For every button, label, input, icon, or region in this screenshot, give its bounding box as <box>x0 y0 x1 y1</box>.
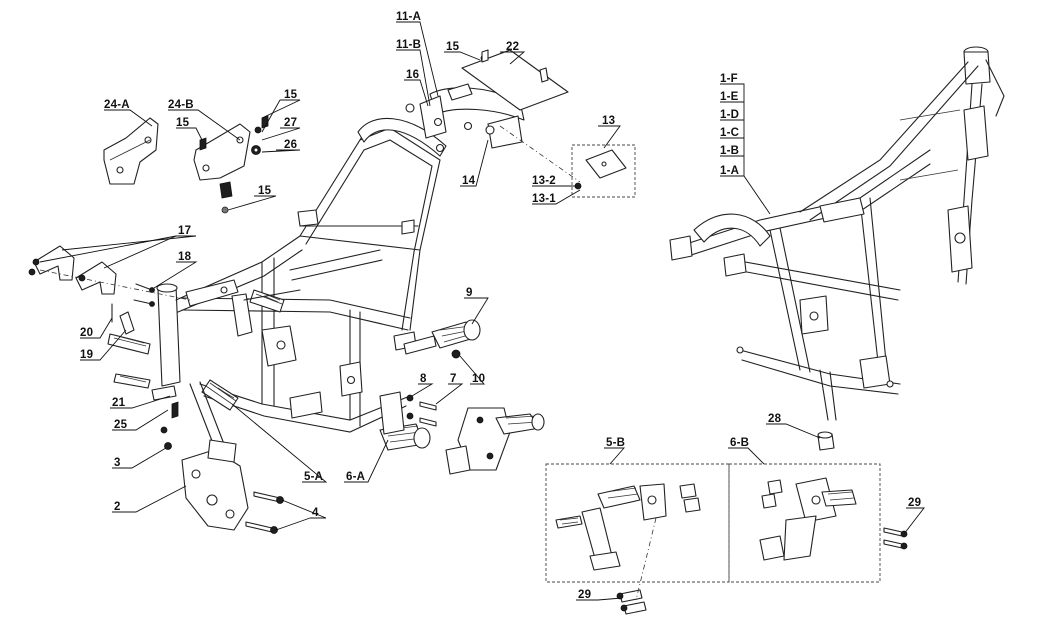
callout-8: 8 <box>420 373 427 385</box>
detail-box-5B-6B <box>545 463 908 615</box>
callout-2: 2 <box>114 501 121 513</box>
leader-lines <box>39 21 925 601</box>
callout-1-A: 1-A <box>720 165 739 177</box>
footpeg-6A <box>379 391 437 451</box>
callout-4: 4 <box>312 507 319 519</box>
callout-26: 26 <box>284 139 297 151</box>
callout-29-bottom: 29 <box>578 589 591 601</box>
main-frame <box>156 117 447 433</box>
callout-21: 21 <box>112 397 126 409</box>
left-brackets-17 <box>28 245 191 335</box>
callout-11-B: 11-B <box>396 39 421 51</box>
callout-9: 9 <box>466 287 473 299</box>
callout-1-E: 1-E <box>720 91 739 103</box>
callout-1-B: 1-B <box>720 145 739 157</box>
callout-28: 28 <box>768 413 782 425</box>
callout-15-c: 15 <box>258 185 272 197</box>
callout-1-F: 1-F <box>720 73 738 85</box>
rear-frame-1 <box>669 46 1005 421</box>
callout-14: 14 <box>462 175 476 187</box>
footpeg-assembly-center <box>445 407 545 475</box>
callout-1-C: 1-C <box>720 127 739 139</box>
callout-18: 18 <box>178 251 192 263</box>
callout-6-A: 6-A <box>346 471 365 483</box>
detail-box-13 <box>499 125 636 198</box>
callout-16: 16 <box>406 69 419 81</box>
callout-13: 13 <box>602 115 615 127</box>
callout-15-top: 15 <box>446 41 460 53</box>
callout-27: 27 <box>284 117 297 129</box>
callout-24-B: 24-B <box>168 99 194 111</box>
license-plate-22 <box>461 49 569 111</box>
callout-6-B: 6-B <box>730 437 749 449</box>
callout-10: 10 <box>472 373 485 385</box>
callout-20: 20 <box>80 327 93 339</box>
callout-3: 3 <box>114 457 121 469</box>
callout-labels: 11-A 11-B 15 22 16 24-A 24-B 15 15 27 26… <box>80 11 921 601</box>
callout-7: 7 <box>450 373 457 385</box>
footpeg-9 <box>403 319 481 359</box>
bracket-24A <box>103 117 159 185</box>
nut-28 <box>817 431 835 451</box>
callout-5-A: 5-A <box>304 471 323 483</box>
lower-left-parts <box>107 333 284 534</box>
callout-1-D: 1-D <box>720 109 739 121</box>
bracket-24B <box>193 115 269 214</box>
callout-19: 19 <box>80 349 93 361</box>
callout-13-1: 13-1 <box>532 193 556 205</box>
callout-24-A: 24-A <box>104 99 130 111</box>
callout-15-a: 15 <box>176 117 190 129</box>
callout-25: 25 <box>114 419 128 431</box>
callout-15-b: 15 <box>284 89 298 101</box>
callout-5-B: 5-B <box>606 437 625 449</box>
callout-17: 17 <box>178 225 191 237</box>
callout-29-right: 29 <box>908 497 921 509</box>
callout-11-A: 11-A <box>396 11 421 23</box>
callout-13-2: 13-2 <box>532 175 556 187</box>
callout-22: 22 <box>506 41 519 53</box>
